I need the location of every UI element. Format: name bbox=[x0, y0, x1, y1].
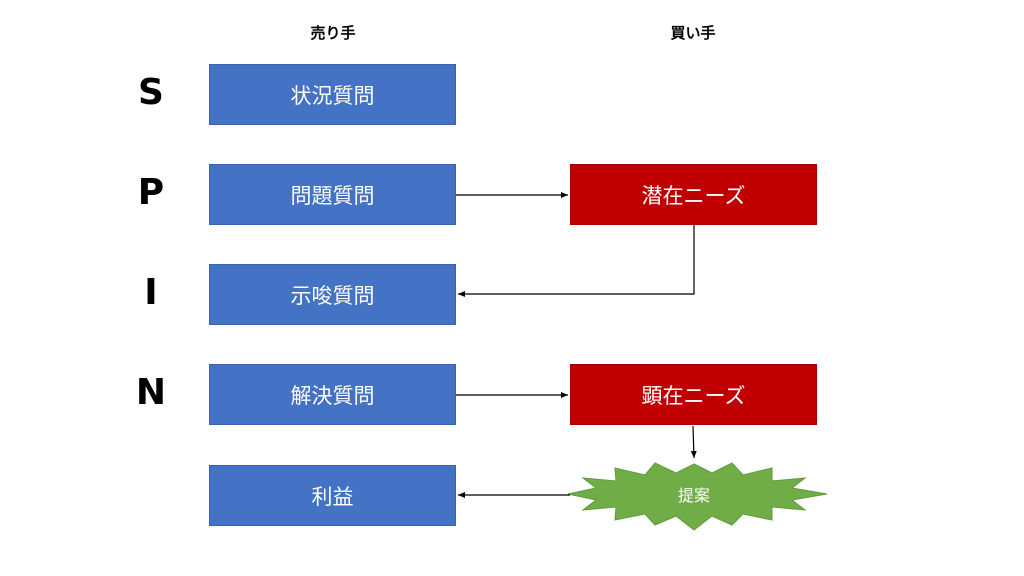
explicit-needs-box: 顕在ニーズ bbox=[570, 364, 817, 425]
benefit-label: 利益 bbox=[311, 484, 354, 509]
arrow-latent-needs-to-implication bbox=[458, 225, 695, 297]
need-payoff-question-box: 解決質問 bbox=[209, 364, 456, 425]
proposal-burst bbox=[567, 462, 828, 531]
need-payoff-question-label: 解決質問 bbox=[290, 383, 375, 408]
problem-question-label: 問題質問 bbox=[290, 183, 375, 208]
latent-needs-box: 潜在ニーズ bbox=[570, 164, 817, 225]
letter-n: N bbox=[135, 372, 167, 413]
arrow-explicit-needs-to-proposal bbox=[690, 425, 697, 459]
explicit-needs-label: 顕在ニーズ bbox=[641, 383, 746, 408]
letter-p: P bbox=[137, 172, 165, 213]
problem-question-box: 問題質問 bbox=[209, 164, 456, 225]
buyer-column-header: 買い手 bbox=[670, 24, 716, 42]
situation-question-box: 状況質問 bbox=[209, 64, 456, 125]
proposal-label: 提案 bbox=[677, 486, 710, 505]
implication-question-box: 示唆質問 bbox=[209, 264, 456, 325]
letter-s: S bbox=[138, 72, 164, 113]
benefit-box: 利益 bbox=[209, 465, 456, 526]
seller-column-header: 売り手 bbox=[310, 24, 356, 42]
latent-needs-label: 潜在ニーズ bbox=[641, 183, 746, 208]
situation-question-label: 状況質問 bbox=[290, 83, 375, 108]
implication-question-label: 示唆質問 bbox=[290, 283, 375, 308]
letter-i: I bbox=[144, 272, 158, 313]
